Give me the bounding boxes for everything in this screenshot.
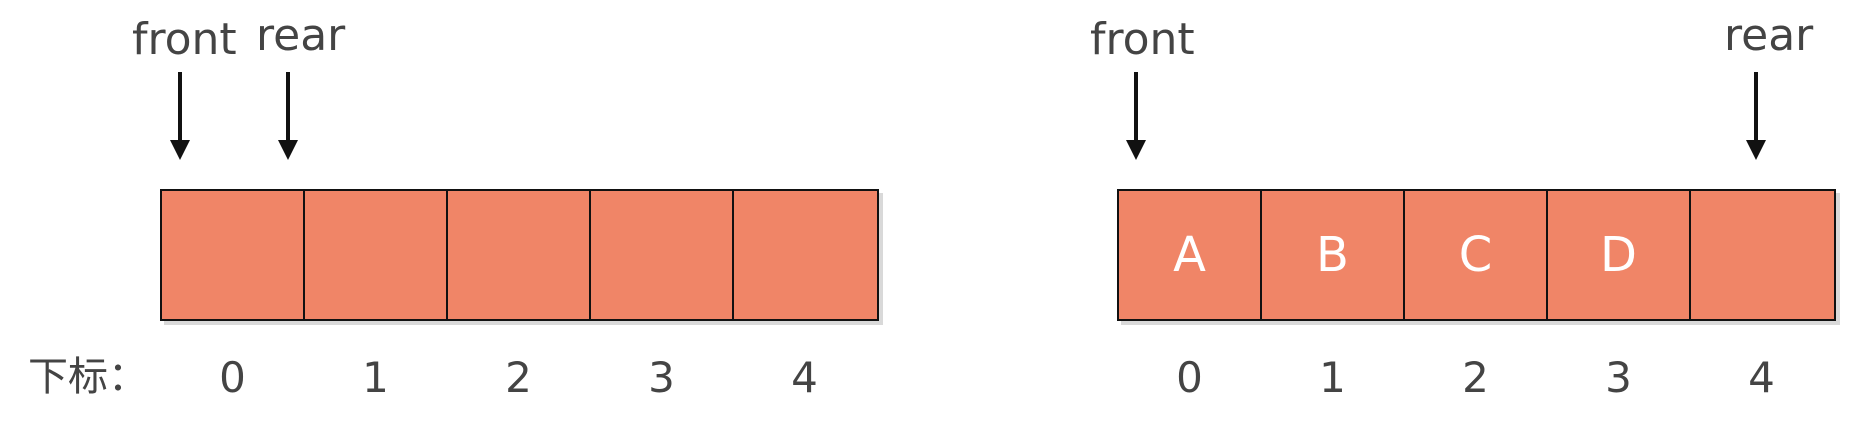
array-cell (305, 191, 448, 319)
index-label: 4 (1748, 353, 1775, 402)
index-label: 1 (362, 353, 389, 402)
array-cell (162, 191, 305, 319)
array-cell (734, 191, 877, 319)
index-label: 3 (648, 353, 675, 402)
left-array (160, 189, 879, 321)
index-label: 4 (791, 353, 818, 402)
array-cell: D (1548, 191, 1691, 319)
left-rear-arrow-icon (278, 72, 298, 160)
index-label: 2 (505, 353, 532, 402)
right-array: A B C D (1117, 189, 1836, 321)
array-cell: C (1405, 191, 1548, 319)
index-label: 0 (1176, 353, 1203, 402)
array-cell (1691, 191, 1834, 319)
index-title: 下标： (28, 354, 148, 400)
index-label: 1 (1319, 353, 1346, 402)
left-rear-label: rear (256, 10, 346, 61)
index-label: 2 (1462, 353, 1489, 402)
left-front-arrow-icon (170, 72, 190, 160)
left-front-label: front (132, 14, 237, 65)
array-cell: B (1262, 191, 1405, 319)
right-front-label: front (1090, 14, 1195, 65)
right-rear-arrow-icon (1746, 72, 1766, 160)
index-label: 0 (219, 353, 246, 402)
array-cell (591, 191, 734, 319)
index-label: 3 (1605, 353, 1632, 402)
array-cell: A (1119, 191, 1262, 319)
right-rear-label: rear (1724, 10, 1814, 61)
array-cell (448, 191, 591, 319)
right-front-arrow-icon (1126, 72, 1146, 160)
